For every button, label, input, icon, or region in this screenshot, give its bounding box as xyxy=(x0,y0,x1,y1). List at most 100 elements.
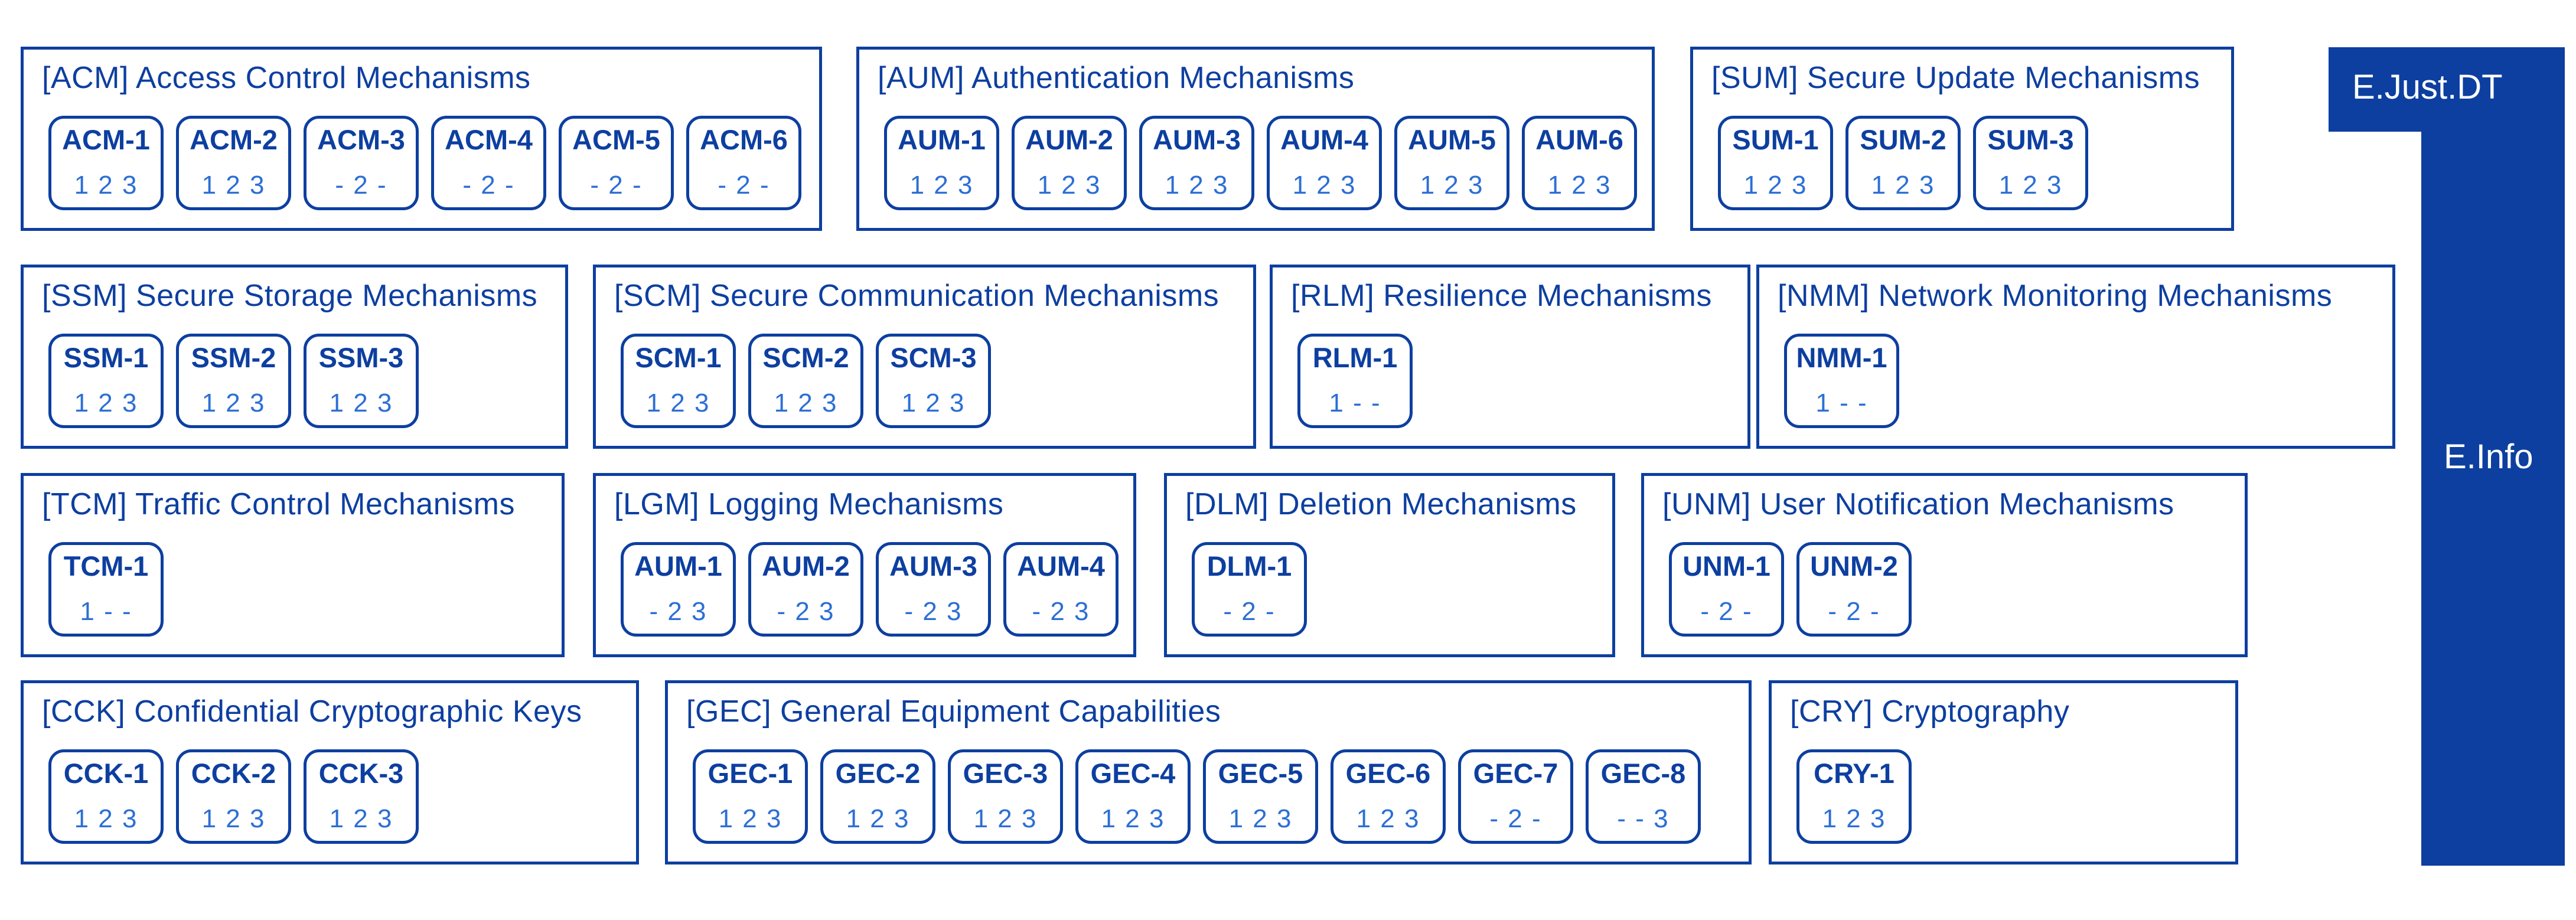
requirement-id: DLM-1 xyxy=(1207,550,1292,582)
requirement-id: SCM-3 xyxy=(890,342,977,373)
requirement-levels: 1 2 3 xyxy=(1871,171,1935,200)
requirement-levels: - 2 - xyxy=(1828,597,1880,626)
requirement-chip[interactable]: UNM-1- 2 - xyxy=(1669,542,1784,637)
requirement-chip[interactable]: AUM-4 1 2 3 xyxy=(1267,116,1382,210)
requirement-levels: - 2 - xyxy=(718,171,770,200)
requirement-levels: 1 2 3 xyxy=(1292,171,1357,200)
requirement-id: CCK-3 xyxy=(318,758,404,789)
group-title: [ACM] Access Control Mechanisms xyxy=(42,61,531,95)
requirement-chip[interactable]: AUM-3- 2 3 xyxy=(876,542,991,637)
requirement-chip[interactable]: AUM-6 1 2 3 xyxy=(1522,116,1637,210)
requirement-id: GEC-4 xyxy=(1090,758,1176,789)
requirement-chip[interactable]: ACM-4- 2 - xyxy=(431,116,546,210)
requirement-chip[interactable]: SUM-3 1 2 3 xyxy=(1973,116,2088,210)
requirement-levels: - 2 3 xyxy=(904,597,963,626)
requirement-levels: 1 2 3 xyxy=(901,389,966,417)
requirement-levels: 1 - - xyxy=(1329,389,1381,417)
requirement-id: ACM-2 xyxy=(190,124,278,155)
requirement-id: CCK-1 xyxy=(63,758,149,789)
einfo-panel: E.Info xyxy=(2421,131,2565,866)
requirement-chip[interactable]: GEC-8- - 3 xyxy=(1586,749,1701,844)
requirement-id: AUM-2 xyxy=(762,550,850,582)
requirement-id: GEC-6 xyxy=(1345,758,1431,789)
requirement-id: AUM-3 xyxy=(1153,124,1241,155)
requirement-levels: 1 2 3 xyxy=(201,804,266,833)
group-title: [UNM] User Notification Mechanisms xyxy=(1662,487,2174,521)
requirement-levels: - 2 3 xyxy=(649,597,707,626)
requirement-chip[interactable]: AUM-4- 2 3 xyxy=(1003,542,1119,637)
requirement-id: SUM-3 xyxy=(1987,124,2074,155)
requirement-levels: - 2 - xyxy=(335,171,387,200)
group-title: [SSM] Secure Storage Mechanisms xyxy=(42,279,538,313)
group-title: [SCM] Secure Communication Mechanisms xyxy=(614,279,1219,313)
requirement-id: CCK-2 xyxy=(191,758,276,789)
requirement-chip[interactable]: GEC-7- 2 - xyxy=(1458,749,1573,844)
requirement-chip[interactable]: CCK-1 1 2 3 xyxy=(48,749,164,844)
requirement-id: CRY-1 xyxy=(1814,758,1894,789)
requirement-levels: 1 - - xyxy=(1815,389,1868,417)
requirement-chip[interactable]: CCK-2 1 2 3 xyxy=(176,749,291,844)
requirement-chip[interactable]: DLM-1- 2 - xyxy=(1192,542,1307,637)
requirement-chip[interactable]: ACM-3- 2 - xyxy=(304,116,419,210)
requirement-levels: 1 2 3 xyxy=(646,389,710,417)
group-title: [LGM] Logging Mechanisms xyxy=(614,487,1004,521)
requirement-chip[interactable]: ACM-6- 2 - xyxy=(686,116,801,210)
requirement-id: SUM-1 xyxy=(1732,124,1819,155)
requirement-chip[interactable]: AUM-2 - 2 3 xyxy=(748,542,863,637)
requirement-chip[interactable]: SCM-3 1 2 3 xyxy=(876,334,991,428)
requirement-levels: 1 2 3 xyxy=(909,171,974,200)
requirement-chip[interactable]: UNM-2- 2 - xyxy=(1796,542,1912,637)
requirement-levels: 1 2 3 xyxy=(1547,171,1612,200)
group-title: [AUM] Authentication Mechanisms xyxy=(878,61,1355,95)
requirement-levels: - 2 - xyxy=(590,171,643,200)
requirement-id: AUM-4 xyxy=(1280,124,1368,155)
requirement-levels: - 2 3 xyxy=(777,597,835,626)
requirement-levels: 1 2 3 xyxy=(74,804,138,833)
requirement-levels: 1 2 3 xyxy=(74,171,138,200)
requirement-levels: 1 2 3 xyxy=(1998,171,2063,200)
requirement-id: AUM-1 xyxy=(898,124,986,155)
requirement-id: TCM-1 xyxy=(63,550,149,582)
requirement-id: SSM-2 xyxy=(191,342,276,373)
requirement-levels: 1 2 3 xyxy=(1228,804,1293,833)
requirement-levels: 1 2 3 xyxy=(329,389,393,417)
requirement-chip[interactable]: AUM-1 1 2 3 xyxy=(884,116,999,210)
requirement-id: GEC-3 xyxy=(963,758,1048,789)
requirement-chip[interactable]: AUM-1- 2 3 xyxy=(621,542,736,637)
requirement-id: GEC-1 xyxy=(707,758,793,789)
requirement-id: UNM-1 xyxy=(1682,550,1770,582)
requirement-id: AUM-5 xyxy=(1408,124,1496,155)
requirement-levels: 1 2 3 xyxy=(74,389,138,417)
requirement-id: AUM-6 xyxy=(1535,124,1623,155)
requirement-chip[interactable]: ACM-5- 2 - xyxy=(559,116,674,210)
